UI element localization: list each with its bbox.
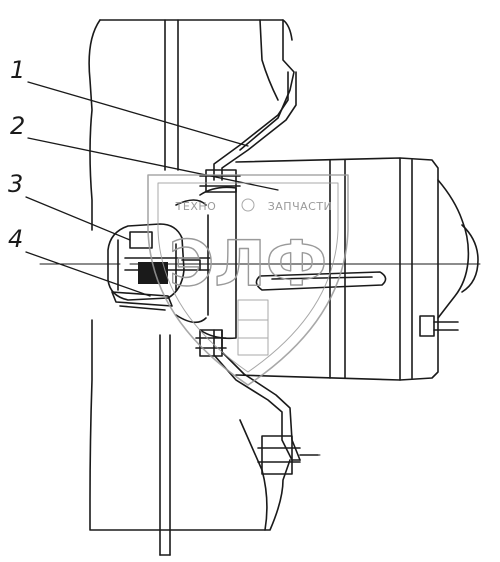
shim-washer: [111, 291, 173, 311]
callout-3: 3: [8, 170, 23, 198]
coupling-hub: [107, 223, 211, 301]
motor-body: [235, 157, 479, 381]
leader-lines: [25, 81, 279, 297]
callout-4: 4: [8, 225, 23, 253]
leader-line-2: [27, 137, 279, 191]
callout-2: 2: [10, 112, 25, 140]
callout-1: 1: [10, 56, 25, 84]
watermark-text-left: ТЕХНО: [175, 200, 217, 213]
watermark-logo-letters: ЭЛФ: [169, 227, 327, 300]
leader-line-1: [27, 81, 249, 147]
mounting-bracket: [213, 71, 319, 475]
leader-line-4: [25, 251, 151, 297]
watermark-text-right: ЗАПЧАСТИ: [268, 200, 333, 213]
leader-line-3: [25, 196, 131, 241]
watermark-logo: [147, 174, 349, 386]
